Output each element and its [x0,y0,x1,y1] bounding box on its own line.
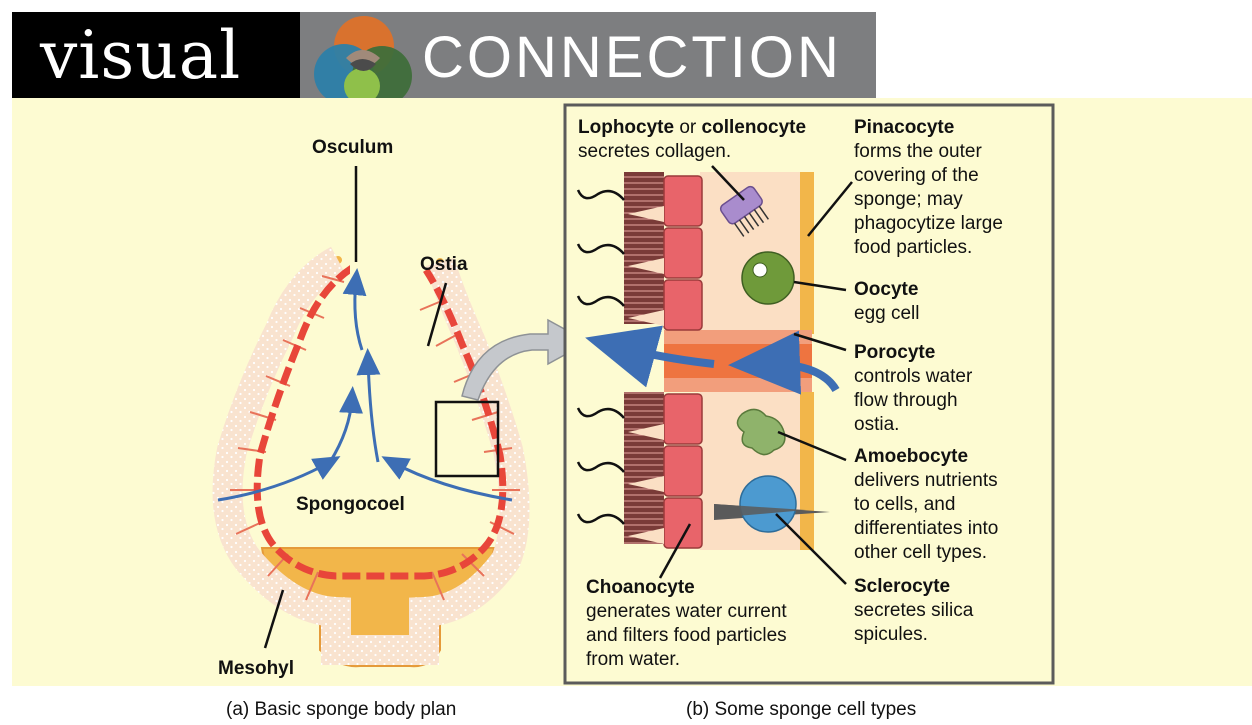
sclerocyte-desc-line: spicules. [854,624,928,645]
amoebocyte-desc-line: to cells, and [854,494,955,515]
lophocyte-desc: secretes collagen. [578,141,731,162]
label-porocyte: Porocyte controls water flow through ost… [854,341,972,437]
lophocyte-or: or [674,117,701,138]
label-choanocyte: Choanocyte generates water current and f… [586,576,787,672]
pinacocyte-desc-line: forms the outer [854,141,982,162]
banner-visual-word: visual [40,16,241,96]
caption-body-plan: (a) Basic sponge body plan [226,698,456,722]
oocyte-desc-line: egg cell [854,303,920,324]
venn-logo-icon [304,12,414,98]
sponge-body-plan [218,166,588,666]
banner-visual-block: visual [12,12,300,98]
sclerocyte-desc-line: secretes silica [854,600,973,621]
sclerocyte-icon [740,476,796,532]
choanocyte-desc-line: generates water current [586,601,787,622]
choanocyte-title: Choanocyte [586,577,695,598]
pinacocyte-desc-line: sponge; may [854,189,963,210]
collenocyte-title: collenocyte [702,117,807,138]
label-ostia: Ostia [420,253,468,277]
porocyte-title: Porocyte [854,342,935,363]
label-spongocoel: Spongocoel [296,493,405,517]
choanocyte-desc-line: from water. [586,649,680,670]
amoebocyte-desc-line: other cell types. [854,542,987,563]
lophocyte-title: Lophocyte [578,117,674,138]
label-amoebocyte: Amoebocyte delivers nutrients to cells, … [854,445,998,565]
visual-connection-banner: visual CONNECTION [12,12,876,98]
choanocyte-desc-line: and filters food particles [586,625,787,646]
pinacocyte-title: Pinacocyte [854,117,954,138]
label-lophocyte: Lophocyte or collenocyte secretes collag… [578,116,806,164]
amoebocyte-desc-line: differentiates into [854,518,998,539]
figure-panel: Osculum Ostia Spongocoel Mesohyl Lophocy… [12,98,1252,686]
amoebocyte-desc-line: delivers nutrients [854,470,998,491]
label-sclerocyte: Sclerocyte secretes silica spicules. [854,575,973,647]
porocyte-desc-line: controls water [854,366,972,387]
caption-cell-types: (b) Some sponge cell types [686,698,916,722]
pinacocyte-desc-line: covering of the [854,165,979,186]
oocyte-icon [742,252,794,304]
oocyte-title: Oocyte [854,279,918,300]
label-mesohyl: Mesohyl [218,657,294,681]
label-oocyte: Oocyte egg cell [854,278,920,326]
banner-connection-word: CONNECTION [422,26,842,90]
amoebocyte-title: Amoebocyte [854,446,968,467]
sclerocyte-title: Sclerocyte [854,576,950,597]
pinacocyte-desc-line: food particles. [854,237,972,258]
porocyte-desc-line: ostia. [854,414,899,435]
pinacocyte-desc-line: phagocytize large [854,213,1003,234]
label-pinacocyte: Pinacocyte forms the outer covering of t… [854,116,1003,260]
label-osculum: Osculum [312,136,393,160]
porocyte-desc-line: flow through [854,390,958,411]
